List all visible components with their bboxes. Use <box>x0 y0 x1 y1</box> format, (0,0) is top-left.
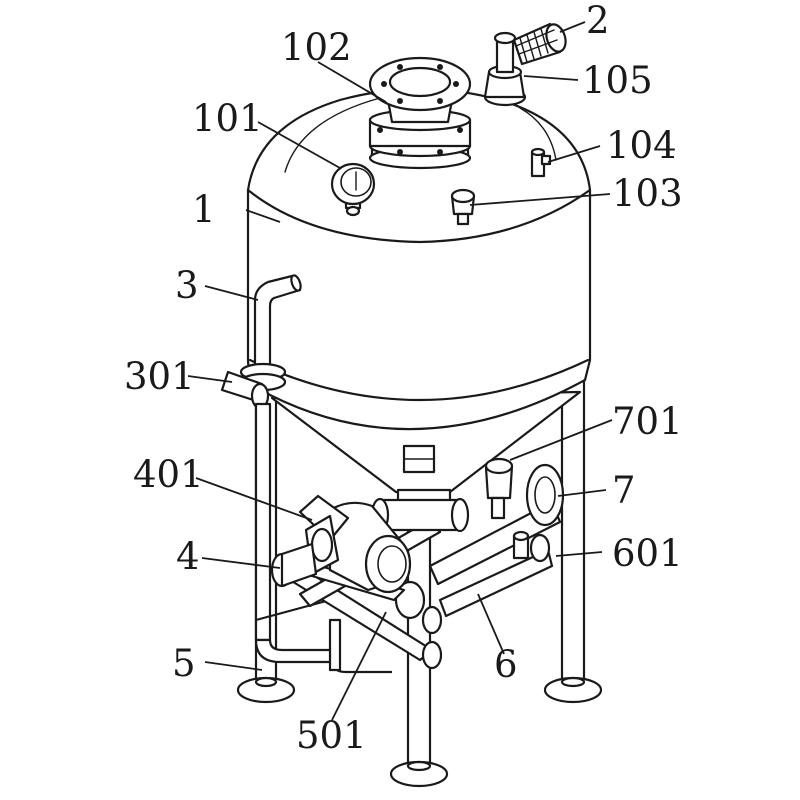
leader-7 <box>557 489 607 497</box>
small-valve <box>530 147 552 178</box>
foot-right-top <box>560 676 586 688</box>
leader-104 <box>547 145 601 163</box>
label-6: 6 <box>494 643 518 686</box>
leader-1 <box>245 209 281 223</box>
leader-lines <box>187 21 613 721</box>
label-501: 501 <box>296 714 367 757</box>
label-3: 3 <box>175 264 199 307</box>
foot-left-top <box>254 676 278 688</box>
leader-101 <box>257 121 341 169</box>
label-4: 4 <box>176 535 200 578</box>
label-401: 401 <box>133 453 204 496</box>
label-103: 103 <box>612 172 683 215</box>
label-701: 701 <box>612 400 683 443</box>
part-labels: 102 101 1 3 301 401 4 5 501 6 601 7 701 … <box>124 0 683 757</box>
label-105: 105 <box>582 59 653 102</box>
feed-port <box>368 56 472 170</box>
pipe-union <box>421 605 443 635</box>
label-2: 2 <box>586 0 610 42</box>
leader-5 <box>204 661 263 671</box>
label-5: 5 <box>172 642 196 685</box>
leader-501 <box>331 611 387 721</box>
foot-front-top <box>406 760 432 772</box>
leader-105 <box>523 75 579 81</box>
label-102: 102 <box>281 26 352 69</box>
return-pipe-vertical <box>254 402 272 642</box>
leader-601 <box>555 551 603 557</box>
top-flange-bore <box>388 66 452 98</box>
return-pipe <box>220 274 342 664</box>
filter-cartridge <box>512 22 567 66</box>
label-104: 104 <box>606 124 677 167</box>
label-101: 101 <box>192 97 263 140</box>
label-301: 301 <box>124 355 195 398</box>
body-seam <box>248 358 590 402</box>
leader-4 <box>201 557 281 569</box>
dome-highlight-right <box>519 107 557 161</box>
leader-701 <box>509 419 613 461</box>
label-1: 1 <box>192 188 216 231</box>
vent-valve <box>450 188 476 226</box>
leader-401 <box>195 477 313 521</box>
leader-2 <box>559 21 586 33</box>
pipe-6 <box>438 548 554 618</box>
leader-102 <box>317 61 387 103</box>
pressure-gauge <box>330 162 376 217</box>
pump-assembly <box>270 494 412 602</box>
breather-filter <box>483 22 567 107</box>
leader-6 <box>477 593 505 655</box>
outlet-valve <box>376 498 464 532</box>
dome-highlight <box>284 97 381 173</box>
breather-riser <box>495 38 515 74</box>
leader-3 <box>204 285 259 301</box>
pipe-end-cap <box>421 640 443 670</box>
leg-right <box>560 370 586 686</box>
label-7: 7 <box>612 469 636 512</box>
label-601: 601 <box>612 532 683 575</box>
return-pipe-bend <box>254 638 342 664</box>
right-fittings <box>484 457 565 563</box>
leader-103 <box>469 193 611 206</box>
pipe-7 <box>428 500 562 586</box>
leader-301 <box>187 375 233 383</box>
